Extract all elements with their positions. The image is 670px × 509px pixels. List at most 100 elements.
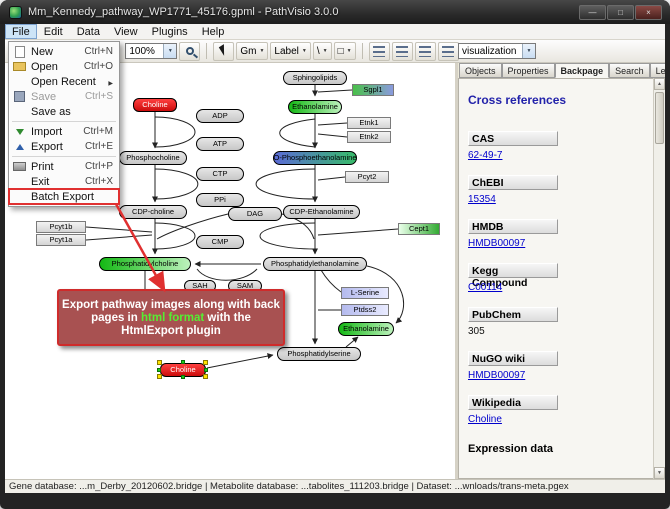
tab-legend[interactable]: Legend [649,63,665,78]
datanode-dropdown[interactable]: Gm [236,42,269,60]
zoom-fit-button[interactable] [179,41,201,61]
selection-handle[interactable] [203,360,208,365]
sidebar-scrollbar[interactable] [653,78,665,479]
node-atp[interactable]: ATP [196,137,244,151]
node-choline-top[interactable]: Choline [133,98,177,112]
node-label: Pcyt1b [49,222,73,232]
node-sgpl1[interactable]: Sgpl1 [352,84,394,96]
selection-handle[interactable] [181,375,185,379]
selection-handle[interactable] [181,360,185,364]
selection-handle[interactable] [157,360,162,365]
node-adp[interactable]: ADP [196,109,244,123]
menu-view[interactable]: View [113,25,138,38]
node-ethanolamine-2[interactable]: Ethanolamine [338,322,394,336]
selection-handle[interactable] [157,368,161,372]
window-title: Mm_Kennedy_pathway_WP1771_45176.gpml - P… [28,6,339,18]
crossref-link[interactable]: 62-49-7 [468,150,503,161]
toolbar-separator [361,43,363,59]
menu-help[interactable]: Help [201,25,225,38]
statusbar-text: Gene database: ...m_Derby_20120602.bridg… [9,481,569,492]
selection-handle[interactable] [204,368,208,372]
node-pcyt1a[interactable]: Pcyt1a [36,234,86,246]
crossref-link[interactable]: HMDB00097 [468,370,526,381]
chevron-down-icon[interactable] [163,44,177,58]
tab-objects[interactable]: Objects [459,63,502,78]
menu-item-save-as[interactable]: Save as [9,104,119,119]
node-label: CMP [211,237,229,247]
crossref-link[interactable]: 15354 [468,194,496,205]
backpage-section-header: Kegg Compound [468,263,558,289]
node-cmp[interactable]: CMP [196,235,244,249]
node-phosphatidylethanolamine[interactable]: Phosphatidylethanolamine [263,257,367,271]
tab-backpage[interactable]: Backpage [554,63,610,78]
minimize-button[interactable]: — [579,4,606,20]
node-etnk1[interactable]: Etnk1 [347,117,391,129]
annotation-line-2: pages in html format with the [91,311,251,324]
menu-plugins[interactable]: Plugins [151,25,188,38]
tab-search[interactable]: Search [609,63,650,78]
panel-splitter[interactable] [455,63,458,479]
scroll-up-icon[interactable] [654,78,665,90]
scrollbar-thumb[interactable] [655,92,664,144]
close-icon: × [646,7,651,17]
menu-file[interactable]: File [5,24,37,39]
line-dropdown[interactable]: \ [312,42,332,60]
align-vertical-center-button[interactable] [391,41,413,61]
open-folder-icon [13,61,26,73]
menu-item-open-recent[interactable]: Open Recent [9,74,119,89]
align-horizontal-center-button[interactable] [368,41,390,61]
node-pcyt1b[interactable]: Pcyt1b [36,221,86,233]
shape-dropdown[interactable]: □ [333,42,356,60]
node-pcyt2[interactable]: Pcyt2 [345,171,389,183]
menu-item-label: New [31,45,54,58]
node-sphingolipids[interactable]: Sphingolipids [283,71,347,85]
node-etnk2[interactable]: Etnk2 [347,131,391,143]
node-phosphocholine[interactable]: Phosphocholine [119,151,187,165]
distribute-vertical-button[interactable] [437,41,459,61]
maximize-button[interactable]: □ [607,4,634,20]
crossref-value: 305 [468,326,485,337]
node-ppi[interactable]: PPi [196,193,244,207]
menu-data[interactable]: Data [76,25,100,38]
distribute-horizontal-button[interactable] [414,41,436,61]
zoom-combobox[interactable]: 100% [125,43,178,59]
node-cdp-choline[interactable]: CDP-choline [119,205,187,219]
node-ethanolamine[interactable]: Ethanolamine [288,100,342,114]
tab-properties[interactable]: Properties [501,63,555,78]
label-dropdown[interactable]: Label [270,42,311,60]
node-cdp-ethanolamine[interactable]: CDP-Ethanolamine [283,205,360,219]
menu-item-label: Open [31,60,58,73]
node-dag[interactable]: DAG [228,207,282,221]
titlebar[interactable]: Mm_Kennedy_pathway_WP1771_45176.gpml - P… [0,0,670,24]
scroll-down-icon[interactable] [654,467,665,479]
crossref-link[interactable]: C00114 [468,282,503,293]
crossref-link[interactable]: Choline [468,414,502,425]
visualization-combobox[interactable]: visualization [458,43,536,59]
node-l-serine[interactable]: L-Serine [341,287,389,299]
selection-tool-button[interactable] [213,41,235,61]
crossref-link[interactable]: HMDB00097 [468,238,526,249]
node-cept1[interactable]: Cept1 [398,223,440,235]
close-button[interactable]: × [635,4,662,20]
node-phosphatidylserine[interactable]: Phosphatidylserine [277,347,361,361]
menu-item-label: Exit [31,175,50,188]
menu-edit[interactable]: Edit [43,25,63,38]
node-o-phosphoethanolamine[interactable]: O-Phosphoethanolamine [273,151,357,165]
node-phosphatidylcholine[interactable]: Phosphatidylcholine [99,257,191,271]
menu-item-batch-export[interactable]: Batch Export [8,188,120,205]
selection-handle[interactable] [157,374,162,379]
node-ctp[interactable]: CTP [196,167,244,181]
chevron-down-icon[interactable] [522,44,535,58]
node-ptdss2[interactable]: Ptdss2 [341,304,389,316]
selection-handle[interactable] [203,374,208,379]
node-label: SAM [236,281,254,291]
